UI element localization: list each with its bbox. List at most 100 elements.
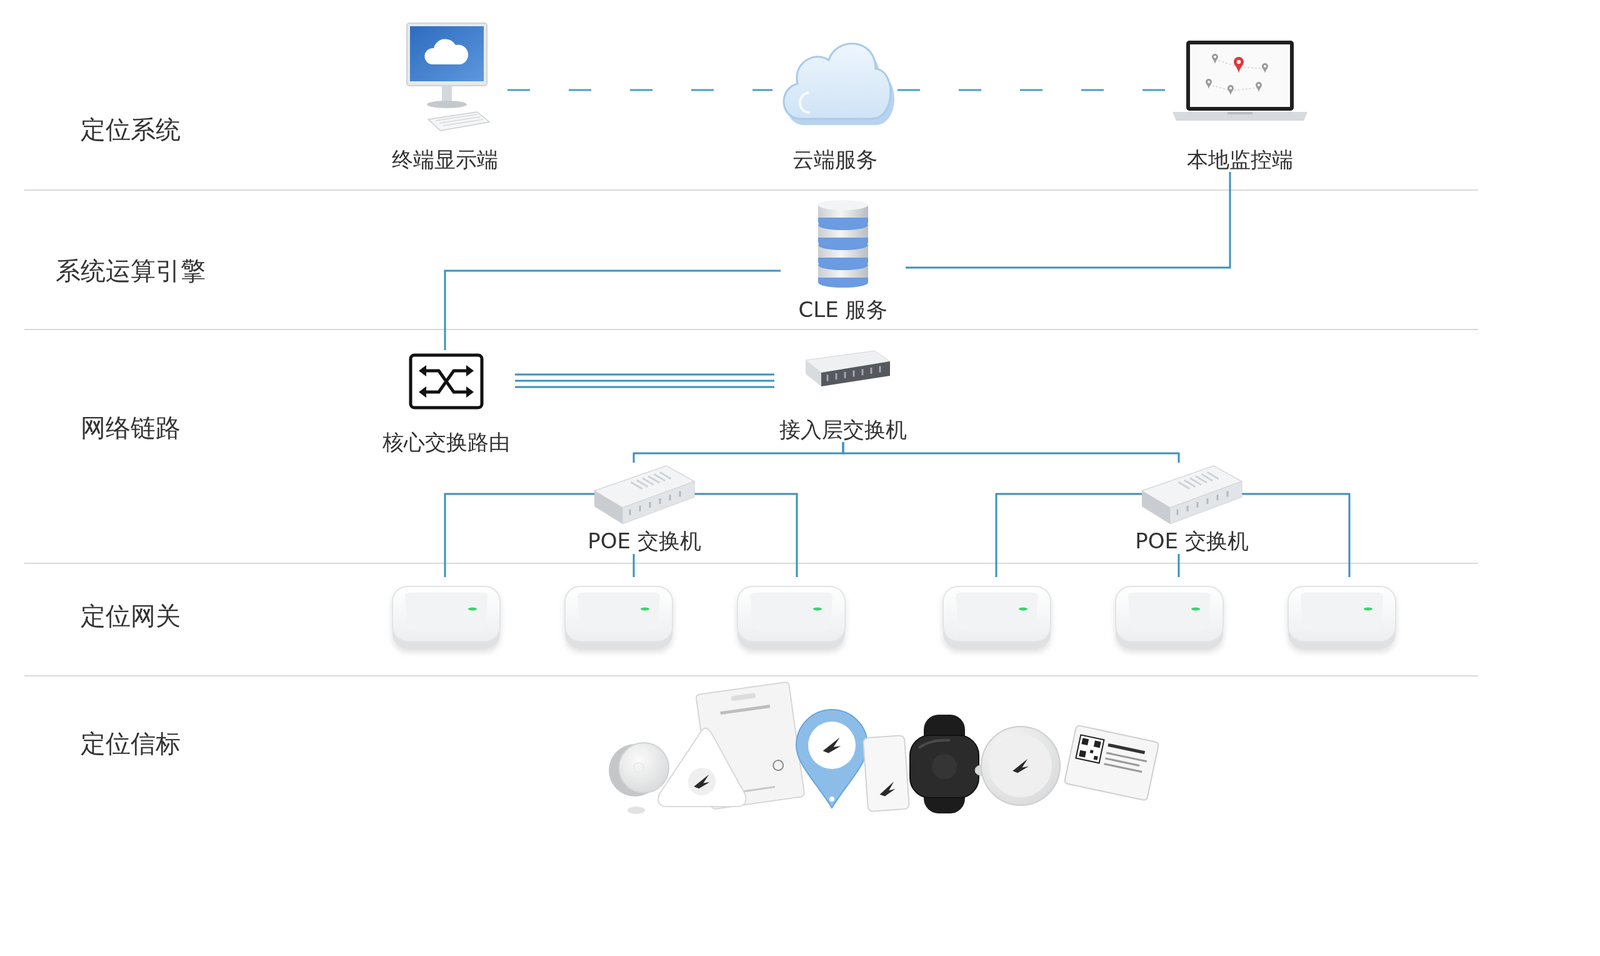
node-label-group: POE 交换机	[1107, 528, 1277, 554]
poe-icon-part	[1186, 505, 1189, 512]
node-label-group: 终端显示端	[357, 146, 533, 172]
poe-icon-part	[1196, 501, 1199, 508]
database-icon-part	[818, 217, 869, 228]
triangle-beacon-part	[688, 767, 716, 795]
card-tag-part	[863, 735, 910, 812]
qr-label-card-part	[1090, 749, 1094, 754]
beacons	[608, 681, 1159, 814]
laptop-icon-part	[1213, 55, 1217, 59]
database-icon-part	[818, 237, 869, 243]
disc-beacon-part	[618, 742, 669, 793]
triangle-beacon-part	[658, 728, 746, 807]
network-link	[507, 89, 773, 92]
network-link	[445, 270, 781, 350]
access-icon-part	[821, 361, 890, 387]
laptop-icon-part	[1207, 80, 1210, 84]
monitor-icon-part	[424, 38, 469, 65]
monitor-icon-part	[443, 119, 484, 126]
disc-beacon-part	[633, 762, 644, 773]
database-icon-part	[818, 277, 869, 288]
gateway-device	[737, 586, 845, 649]
triangle-beacon	[658, 728, 746, 807]
access-icon-part	[835, 373, 838, 380]
access-icon-part	[805, 360, 822, 387]
poe-switch: POE 交换机	[1132, 462, 1252, 554]
laptop-icon-part	[1236, 60, 1241, 64]
monitor-icon-part	[441, 85, 452, 102]
qr-label-card-part	[1107, 743, 1145, 754]
qr-label-card-part	[1078, 750, 1087, 758]
database-icon-part	[818, 237, 869, 248]
node-label-group: 核心交换路由	[352, 429, 540, 455]
wristband-beacon-part	[931, 753, 957, 779]
gateway-device	[943, 586, 1051, 649]
qr-label-card-part	[1093, 740, 1102, 748]
access-icon-part	[879, 366, 882, 373]
cloud-icon-part	[783, 43, 891, 119]
laptop-icon-part	[1233, 56, 1244, 74]
network-link	[515, 374, 775, 387]
gateway-device	[392, 586, 500, 649]
poe-icon-part	[1206, 498, 1209, 504]
poe-switch: POE 交换机	[585, 462, 704, 554]
layer-separators	[24, 190, 1479, 676]
layer-label: 定位信标	[18, 727, 244, 759]
qr-label-card	[1064, 725, 1160, 801]
laptop-icon-part	[1261, 63, 1269, 74]
node-label-group: POE 交换机	[560, 528, 729, 554]
layer-label: 网络链路	[18, 411, 244, 444]
layer-label: 系统运算引擎	[18, 255, 244, 287]
monitor-icon-part	[428, 111, 490, 131]
wristband-beacon-part	[918, 740, 950, 748]
access-icon-part	[844, 371, 847, 379]
qr-label-card-part	[1075, 734, 1104, 763]
access-icon-part	[826, 374, 829, 381]
node-label-group: CLE 服务	[755, 296, 931, 322]
teardrop-beacon-part	[796, 709, 868, 808]
router-icon-part	[418, 365, 427, 377]
round-beacon-part	[1012, 758, 1029, 773]
poe-icon-part	[1141, 490, 1170, 524]
monitor-icon-part	[410, 26, 484, 82]
router-icon-part	[466, 386, 474, 398]
laptop-icon-part	[1263, 65, 1267, 68]
laptop-icon-part	[1190, 44, 1290, 107]
qr-label-card-part	[1093, 755, 1099, 760]
core-router: 核心交换路由	[377, 350, 515, 455]
poe-icon-part	[622, 481, 695, 524]
laptop-icon-part	[1186, 40, 1294, 111]
package-card-part	[730, 692, 757, 701]
layer-separator	[24, 189, 1479, 191]
router-icon-part	[410, 355, 482, 408]
node-label: 接入层交换机	[749, 416, 937, 442]
card-tag	[863, 735, 910, 812]
teardrop-beacon-part	[808, 721, 856, 769]
qr-label-card-part	[1064, 725, 1160, 801]
qr-label-card-part	[1103, 762, 1142, 773]
laptop-icon-part	[1211, 53, 1219, 64]
poe-icon-part	[639, 505, 642, 512]
layer-label: 定位系统	[18, 113, 244, 145]
node-label-group: 接入层交换机	[749, 416, 937, 442]
package-card-part	[772, 759, 784, 771]
laptop-icon-part	[1255, 81, 1262, 92]
cle-service: CLE 服务	[780, 198, 906, 322]
database-icon-part	[818, 217, 869, 223]
laptop-icon	[1171, 40, 1309, 125]
database-icon	[815, 198, 872, 290]
layer-separator	[24, 562, 1479, 564]
poe-icon-part	[659, 498, 662, 504]
gateway-wire	[633, 553, 635, 577]
node-label: 云端服务	[747, 146, 923, 172]
access-icon	[793, 347, 894, 389]
poe-icon	[1138, 462, 1245, 529]
laptop-icon-part	[1227, 111, 1253, 115]
teardrop-beacon	[796, 709, 868, 808]
network-link	[633, 441, 844, 463]
round-beacon-part	[981, 726, 1060, 805]
node-label: CLE 服务	[755, 296, 931, 322]
access-switch: 接入层交换机	[774, 342, 912, 442]
terminal-display: 终端显示端	[382, 18, 508, 172]
